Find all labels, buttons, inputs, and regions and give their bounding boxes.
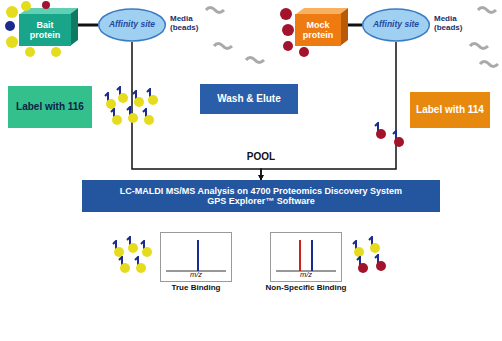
tagged-protein (127, 107, 138, 123)
bead-decoration (206, 8, 498, 67)
tagged-protein (393, 131, 404, 147)
tagged-protein (147, 89, 158, 105)
media-label: Media (beads) (434, 14, 474, 32)
box-text: LC-MALDI MS/MS Analysis on 4700 Proteomi… (120, 186, 402, 196)
tagged-protein (141, 241, 152, 257)
tagged-protein (127, 237, 138, 253)
bait-box: Bait protein (19, 14, 71, 46)
protein-dot (283, 41, 293, 51)
tagged-protein (357, 257, 368, 273)
bead (214, 44, 232, 49)
mock-box: Mock protein (295, 14, 341, 46)
tagged-protein (113, 241, 124, 257)
bead (480, 62, 498, 67)
box-text: Bait protein (24, 20, 66, 41)
spectrum-peak (197, 240, 199, 271)
tagged-protein (133, 91, 144, 107)
box-text: Label with 116 (16, 101, 84, 113)
labelled-cluster (105, 87, 158, 125)
labelled-cluster (375, 123, 404, 147)
pool-label: POOL (245, 151, 277, 162)
axis-label: m/z (300, 271, 312, 280)
process-box: Wash & Elute (200, 84, 298, 114)
tagged-protein (117, 87, 128, 103)
media-label: Media (beads) (170, 14, 210, 32)
spectrum-box: m/zNon-Specific Binding (270, 232, 342, 282)
result-cluster (113, 237, 152, 273)
axis-label: m/z (190, 271, 202, 280)
spectrum-box: m/zTrue Binding (160, 232, 232, 282)
protein-dot (299, 47, 309, 57)
site-label: Affinity site (109, 20, 155, 30)
instrument-box: LC-MALDI MS/MS Analysis on 4700 Proteomi… (82, 180, 440, 212)
result-cluster (353, 237, 386, 273)
cube-side (340, 8, 348, 46)
box-text: Wash & Elute (217, 93, 281, 105)
result-caption: Non-Specific Binding (266, 283, 347, 292)
bead (470, 44, 488, 49)
tagged-protein (143, 109, 154, 125)
affinity-ellipse: Affinity siteMedia (beads) (362, 8, 430, 42)
tagged-protein (353, 241, 364, 257)
protein-dot (6, 36, 18, 48)
protein-dot (6, 6, 18, 18)
affinity-ellipse: Affinity siteMedia (beads) (98, 8, 166, 42)
bead (246, 58, 264, 63)
bead (206, 8, 224, 13)
protein-dot (25, 47, 35, 57)
tagged-protein (369, 237, 380, 253)
tagged-protein (111, 109, 122, 125)
box-text: Mock protein (300, 20, 336, 41)
label-box: Label with 114 (410, 92, 490, 128)
box-text: Label with 114 (416, 104, 484, 116)
label-box: Label with 116 (8, 86, 92, 128)
protein-dot (51, 47, 61, 57)
tagged-protein (375, 123, 386, 139)
protein-dot (42, 1, 50, 9)
bead (478, 8, 496, 13)
affinity-ellipse-shape (99, 9, 166, 41)
spectrum-peak (311, 240, 313, 271)
site-label: Affinity site (373, 20, 419, 30)
affinity-ellipse-shape (363, 9, 430, 41)
tagged-protein (119, 257, 130, 273)
tagged-protein (135, 257, 146, 273)
tagged-protein (375, 255, 386, 271)
protein-dot (280, 8, 292, 20)
protein-dot (5, 21, 15, 31)
result-caption: True Binding (172, 283, 221, 292)
tagged-protein (105, 93, 116, 109)
protein-dot (282, 24, 294, 36)
cube-side (70, 8, 78, 46)
protein-dot (21, 1, 31, 11)
spectrum-peak (299, 240, 301, 271)
box-text: GPS Explorer™ Software (207, 196, 315, 206)
